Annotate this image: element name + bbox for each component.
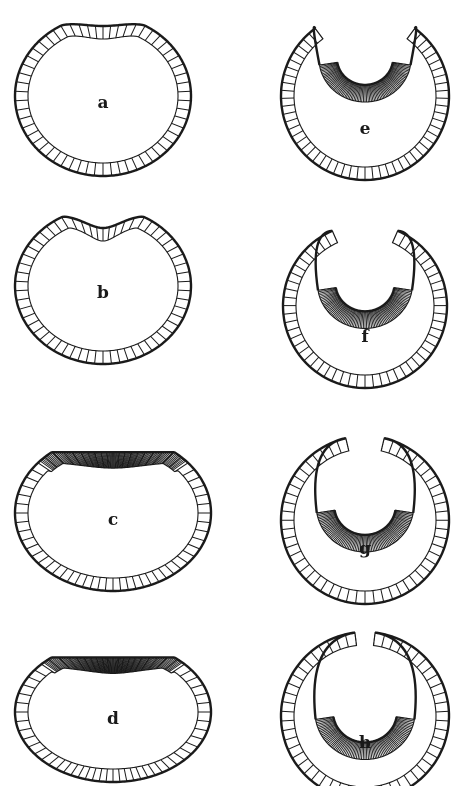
stage-label-b: b [97, 283, 109, 303]
stage-label-d: d [107, 709, 119, 729]
stage-label-e: e [360, 119, 371, 139]
stage-c: c [15, 452, 211, 591]
stage-h: h [281, 633, 449, 786]
stage-label-a: a [97, 93, 108, 113]
stage-b: b [15, 217, 191, 364]
stage-e: e [281, 27, 449, 180]
stage-a: a [15, 24, 191, 176]
stage-f: f [283, 231, 447, 388]
stage-g: g [281, 438, 449, 604]
stage-d: d [15, 657, 211, 782]
stage-label-c: c [108, 510, 118, 530]
stage-label-h: h [359, 733, 371, 753]
stage-label-g: g [359, 539, 371, 559]
stage-label-f: f [361, 327, 370, 347]
